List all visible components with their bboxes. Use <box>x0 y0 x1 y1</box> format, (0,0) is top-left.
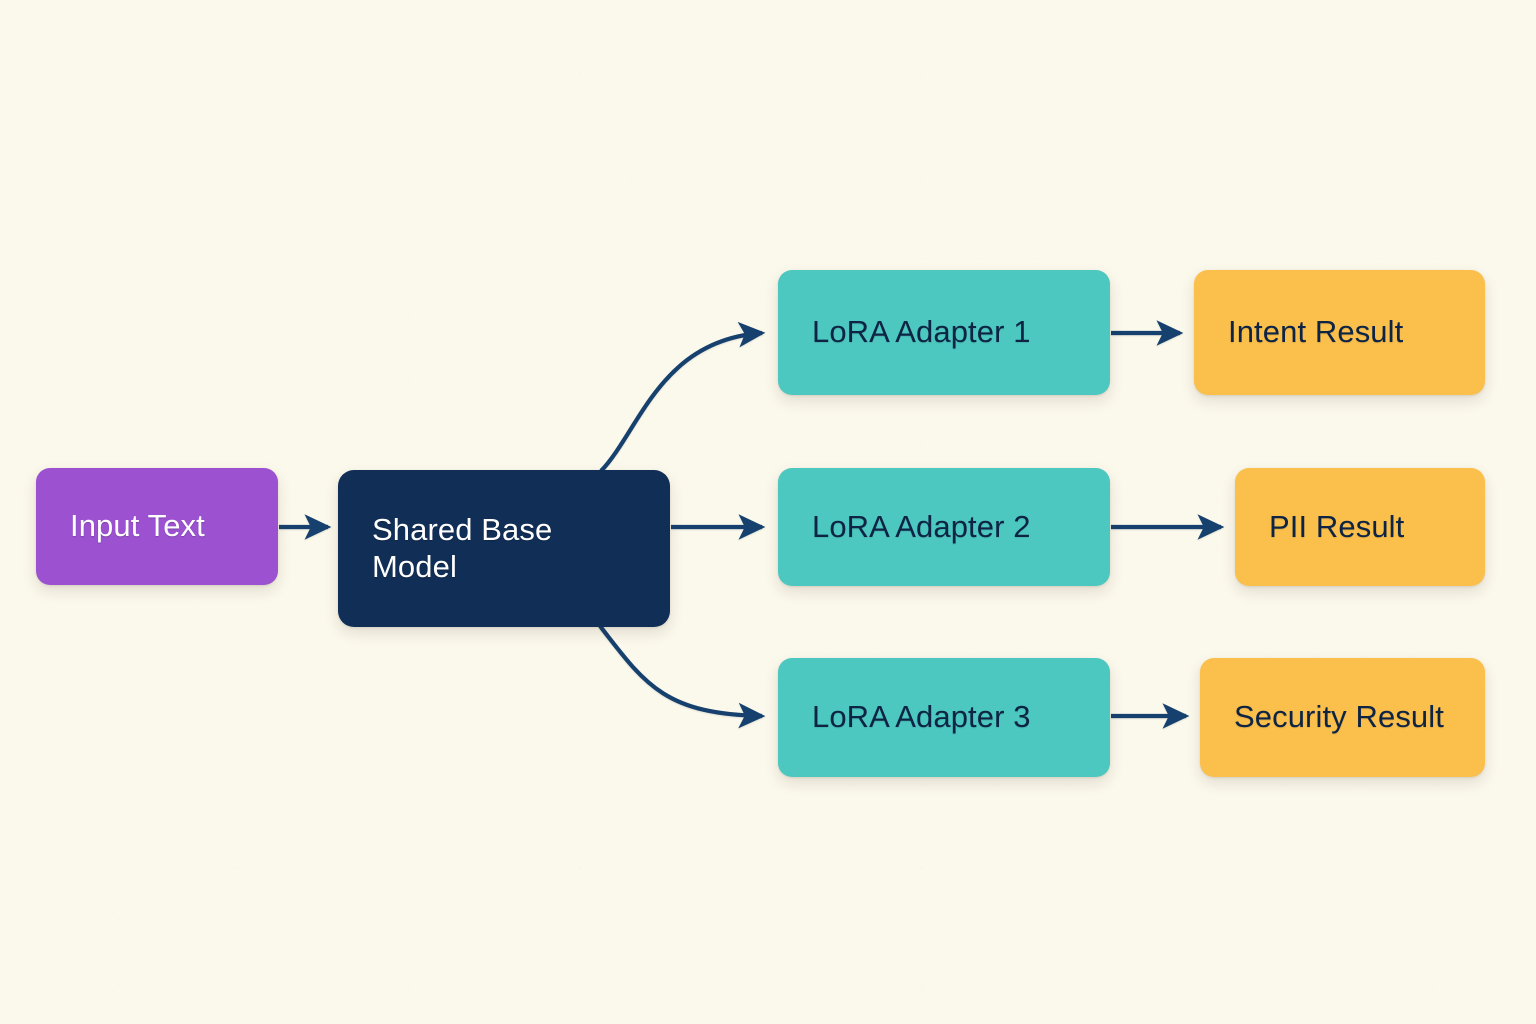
node-pii-result[interactable]: PII Result <box>1235 468 1485 586</box>
node-lora-adapter-2[interactable]: LoRA Adapter 2 <box>778 468 1110 586</box>
edge-base-to-adapter3 <box>598 624 766 729</box>
node-security-result-label: Security Result <box>1234 699 1444 735</box>
node-lora-adapter-3[interactable]: LoRA Adapter 3 <box>778 658 1110 777</box>
node-security-result[interactable]: Security Result <box>1200 658 1485 777</box>
node-intent-result[interactable]: Intent Result <box>1194 270 1485 395</box>
node-lora-adapter-3-label: LoRA Adapter 3 <box>812 699 1031 735</box>
node-shared-base-model[interactable]: Shared Base Model <box>338 470 670 627</box>
node-pii-result-label: PII Result <box>1269 508 1405 544</box>
node-input-text-label: Input Text <box>70 508 205 544</box>
edge-base-to-adapter1 <box>599 321 766 473</box>
node-intent-result-label: Intent Result <box>1228 314 1404 350</box>
node-input-text[interactable]: Input Text <box>36 468 278 585</box>
node-shared-base-model-label: Shared Base Model <box>372 511 553 584</box>
node-lora-adapter-1-label: LoRA Adapter 1 <box>812 314 1031 350</box>
node-lora-adapter-1[interactable]: LoRA Adapter 1 <box>778 270 1110 395</box>
node-lora-adapter-2-label: LoRA Adapter 2 <box>812 508 1031 544</box>
